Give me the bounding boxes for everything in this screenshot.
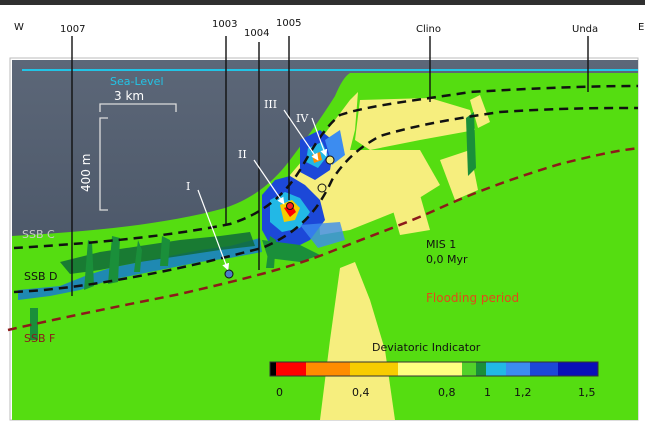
marker-circle-i — [224, 269, 234, 279]
sea-level-label: Sea-Level — [110, 75, 164, 88]
well-label-1007: 1007 — [60, 24, 85, 35]
marker-circle-iv — [325, 155, 335, 165]
well-label-unda: Unda — [572, 24, 598, 35]
legend-tick-4: 1,2 — [514, 386, 532, 399]
legend-swatch — [270, 362, 276, 376]
ssb-c-line — [13, 84, 639, 250]
marker-circle-ii — [286, 202, 294, 210]
basin-floor-dark — [60, 232, 255, 274]
ssb-f-label: SSB F — [24, 332, 55, 345]
scale-bars — [99, 103, 177, 211]
arrow-iv — [311, 117, 328, 157]
legend-swatch — [350, 362, 398, 376]
mis-label: MIS 1 — [426, 238, 456, 251]
ssb-d-line — [13, 106, 639, 294]
marker-arrows — [197, 109, 328, 271]
arrow-ii — [253, 159, 285, 205]
roman-label-i: I — [186, 180, 190, 193]
east-label: E — [638, 22, 644, 33]
scale-bar-horizontal — [99, 103, 177, 112]
well-label-1005: 1005 — [276, 18, 301, 29]
legend-tick-0: 0 — [276, 386, 283, 399]
well-label-clino: Clino — [416, 24, 441, 35]
legend-swatch — [462, 362, 476, 376]
roman-label-iii: III — [264, 98, 277, 111]
legend-tick-1: 0,4 — [352, 386, 370, 399]
scale-v-label: 400 m — [79, 154, 93, 192]
legend-swatch — [398, 362, 462, 376]
ssb-c-label: SSB C — [22, 228, 55, 241]
roman-label-ii: II — [238, 148, 247, 161]
age-label: 0,0 Myr — [426, 253, 468, 266]
ssb-d-label: SSB D — [24, 270, 57, 283]
marker-circles — [224, 155, 335, 279]
legend-swatch — [276, 362, 306, 376]
legend-tick-3: 1 — [484, 386, 491, 399]
scale-h-label: 3 km — [114, 89, 144, 103]
roman-label-iv: IV — [296, 112, 309, 125]
legend-swatch — [486, 362, 506, 376]
ssb-f-line — [7, 146, 641, 332]
legend-title: Deviatoric Indicator — [372, 341, 481, 354]
legend-swatch — [506, 362, 530, 376]
top-bar — [0, 0, 645, 5]
arrow-i — [197, 189, 230, 271]
legend-color-bar — [270, 362, 598, 376]
scale-bar-vertical — [99, 117, 108, 211]
west-label: W — [14, 22, 24, 33]
well-label-1004: 1004 — [244, 28, 269, 39]
period-label: Flooding period — [426, 291, 519, 305]
sediment-body — [12, 73, 638, 420]
vertical-spikes — [30, 112, 476, 340]
arrow-iii — [283, 109, 319, 161]
legend-swatch — [306, 362, 350, 376]
well-lines — [71, 36, 589, 296]
legend-border — [269, 361, 599, 377]
marker-circle-iii — [317, 183, 327, 193]
legend-tick-5: 1,5 — [578, 386, 596, 399]
well-label-1003: 1003 — [212, 19, 237, 30]
legend-swatch — [530, 362, 558, 376]
legend-tick-2: 0,8 — [438, 386, 456, 399]
legend-swatch — [558, 362, 598, 376]
legend-swatch — [476, 362, 486, 376]
